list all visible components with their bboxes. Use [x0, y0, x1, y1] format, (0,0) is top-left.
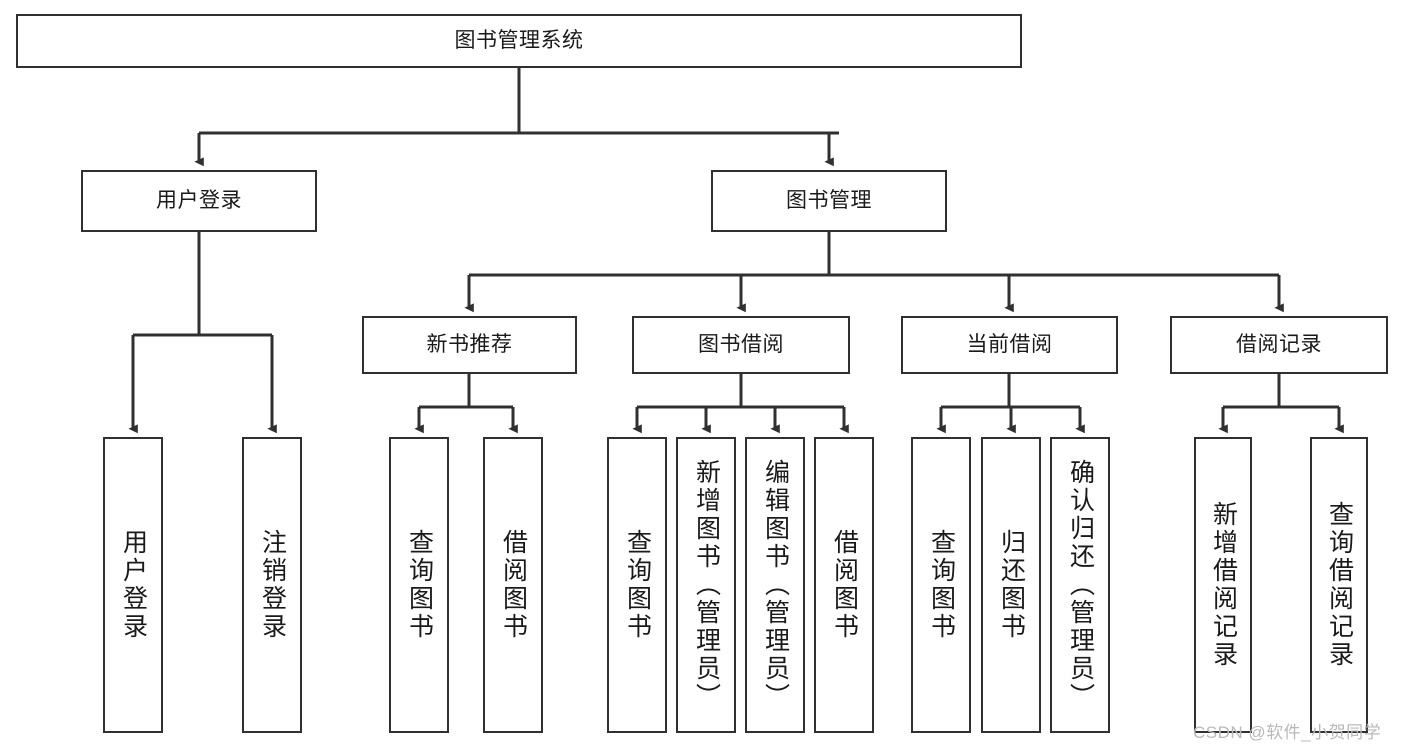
node-user-login[interactable]: 用户登录	[81, 170, 317, 232]
node-book-management[interactable]: 图书管理	[711, 170, 947, 232]
node-borrow-record-label: 借阅记录	[1236, 333, 1322, 357]
leaf-book-borrow-query-book-label: 查询图书	[623, 529, 652, 641]
leaf-user-login-logout[interactable]: 注销登录	[242, 437, 302, 733]
leaf-user-login-logout-label: 注销登录	[258, 529, 287, 641]
leaf-user-login-login[interactable]: 用户登录	[103, 437, 163, 733]
leaf-borrow-record-query-record[interactable]: 查询借阅记录	[1310, 437, 1368, 733]
leaf-current-borrow-query-book-label: 查询图书	[927, 529, 956, 641]
node-current-borrow-label: 当前借阅	[966, 333, 1053, 357]
leaf-current-borrow-confirm-return-admin-label: 确认归还（管理员）	[1066, 459, 1095, 711]
node-book-management-label: 图书管理	[786, 189, 872, 213]
node-borrow-record[interactable]: 借阅记录	[1170, 316, 1388, 374]
leaf-user-login-login-label: 用户登录	[119, 529, 148, 641]
leaf-borrow-record-add-record-label: 新增借阅记录	[1209, 501, 1238, 669]
leaf-current-borrow-return-book[interactable]: 归还图书	[981, 437, 1041, 733]
csdn-watermark: CSDN @软件_小贺同学	[1193, 723, 1382, 742]
node-new-book-recommend[interactable]: 新书推荐	[362, 316, 577, 374]
node-book-borrow-label: 图书借阅	[698, 333, 784, 357]
leaf-current-borrow-query-book[interactable]: 查询图书	[911, 437, 971, 733]
leaf-new-book-borrow-book[interactable]: 借阅图书	[483, 437, 543, 733]
node-new-book-recommend-label: 新书推荐	[426, 333, 513, 357]
leaf-book-borrow-query-book[interactable]: 查询图书	[607, 437, 667, 733]
leaf-current-borrow-return-book-label: 归还图书	[997, 529, 1026, 641]
node-user-login-label: 用户登录	[156, 189, 242, 213]
leaf-borrow-record-add-record[interactable]: 新增借阅记录	[1194, 437, 1252, 733]
leaf-book-borrow-add-book-admin-label: 新增图书（管理员）	[692, 459, 721, 711]
leaf-current-borrow-confirm-return-admin[interactable]: 确认归还（管理员）	[1050, 437, 1110, 733]
leaf-new-book-query-book[interactable]: 查询图书	[389, 437, 449, 733]
node-root-label: 图书管理系统	[454, 29, 584, 53]
leaf-book-borrow-add-book-admin[interactable]: 新增图书（管理员）	[676, 437, 736, 733]
leaf-book-borrow-edit-book-admin-label: 编辑图书（管理员）	[761, 459, 790, 711]
node-current-borrow[interactable]: 当前借阅	[901, 316, 1118, 374]
leaf-book-borrow-edit-book-admin[interactable]: 编辑图书（管理员）	[745, 437, 805, 733]
leaf-book-borrow-borrow-book-label: 借阅图书	[830, 529, 859, 641]
node-root-book-management-system[interactable]: 图书管理系统	[16, 14, 1022, 68]
leaf-book-borrow-borrow-book[interactable]: 借阅图书	[814, 437, 874, 733]
leaf-borrow-record-query-record-label: 查询借阅记录	[1325, 501, 1354, 669]
leaf-new-book-borrow-book-label: 借阅图书	[499, 529, 528, 641]
node-book-borrow[interactable]: 图书借阅	[632, 316, 850, 374]
leaf-new-book-query-book-label: 查询图书	[405, 529, 434, 641]
